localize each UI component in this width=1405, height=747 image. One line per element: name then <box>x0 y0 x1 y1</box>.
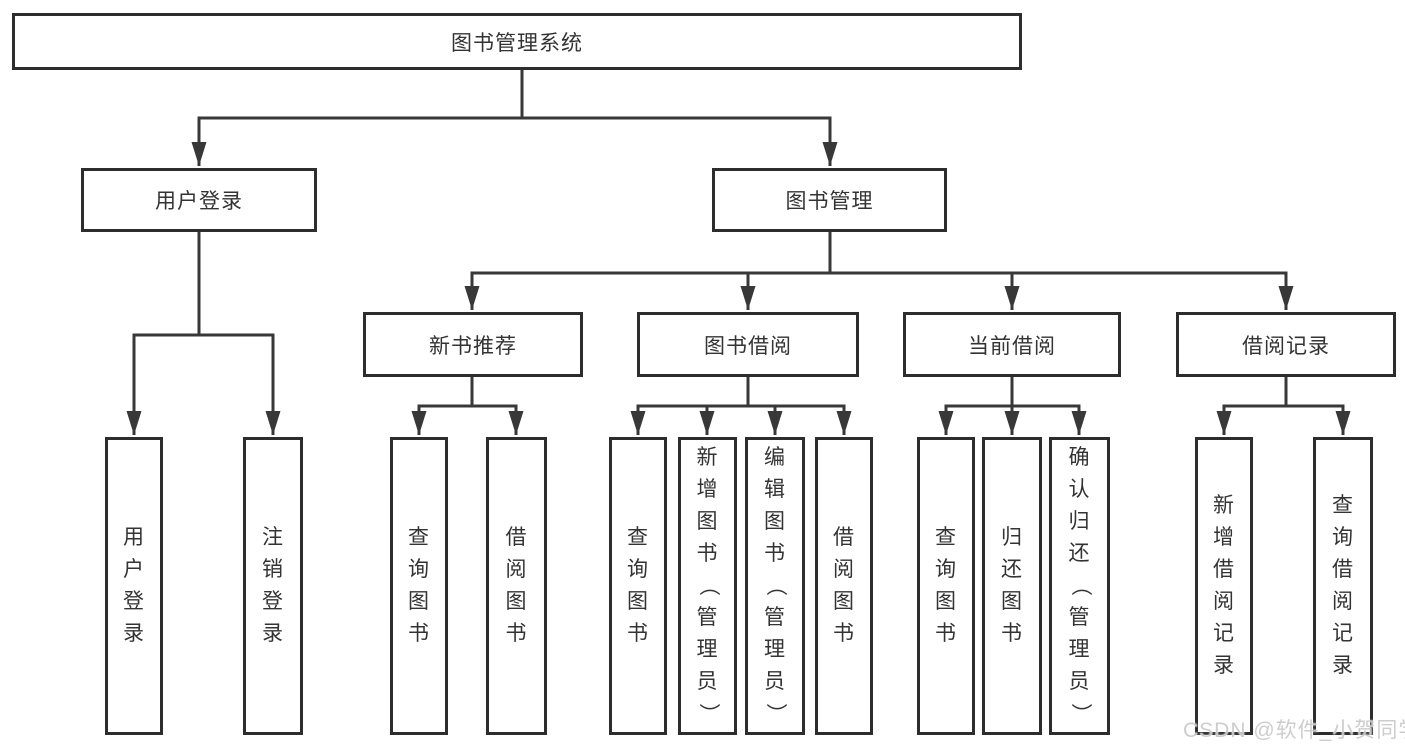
node-user-login: 用户登录 <box>81 168 317 232</box>
node-label: 借阅记录 <box>1242 334 1330 358</box>
leaf-query-books-1: 查询图书 <box>390 437 448 735</box>
node-label: 图书管理系统 <box>451 31 583 55</box>
node-label: 新增借阅记录 <box>1213 494 1235 677</box>
leaf-user-login: 用户登录 <box>105 437 163 735</box>
leaf-add-books-admin: 新增图书（管理员） <box>678 437 737 735</box>
node-current-borrow: 当前借阅 <box>903 312 1121 377</box>
node-label: 查询图书 <box>627 526 649 645</box>
node-label: 用户登录 <box>155 190 243 213</box>
leaf-query-books-2: 查询图书 <box>609 437 667 735</box>
node-label: 借阅图书 <box>505 526 528 645</box>
node-label: 用户登录 <box>123 526 145 645</box>
node-label: 确认归还（管理员） <box>1068 446 1092 725</box>
node-label: 查询图书 <box>408 526 430 645</box>
node-book-borrow: 图书借阅 <box>637 312 859 377</box>
node-label: 查询借阅记录 <box>1332 494 1354 677</box>
leaf-return-books: 归还图书 <box>982 437 1042 735</box>
node-label: 编辑图书（管理员） <box>764 446 787 725</box>
node-label: 新书推荐 <box>429 334 517 358</box>
node-book-management: 图书管理 <box>712 168 947 232</box>
node-label: 新增图书（管理员） <box>696 446 720 725</box>
node-label: 图书管理 <box>785 190 874 213</box>
leaf-logout: 注销登录 <box>243 437 303 735</box>
leaf-borrow-books-2: 借阅图书 <box>815 437 873 735</box>
node-root-system: 图书管理系统 <box>12 13 1022 70</box>
node-label: 当前借阅 <box>968 334 1056 358</box>
leaf-borrow-books-1: 借阅图书 <box>486 437 547 735</box>
node-label: 借阅图书 <box>833 526 855 645</box>
leaf-query-borrow-record: 查询借阅记录 <box>1313 437 1373 735</box>
node-borrow-records: 借阅记录 <box>1176 312 1396 377</box>
leaf-query-books-3: 查询图书 <box>917 437 975 735</box>
node-label: 查询图书 <box>935 526 957 645</box>
node-new-book-recommend: 新书推荐 <box>363 312 583 377</box>
csdn-watermark: CSDN @软件_小贺同学 <box>1183 719 1405 742</box>
leaf-confirm-return-admin: 确认归还（管理员） <box>1049 437 1110 735</box>
node-label: 归还图书 <box>1001 526 1023 645</box>
node-label: 注销登录 <box>262 526 284 645</box>
leaf-add-borrow-record: 新增借阅记录 <box>1195 437 1253 735</box>
node-label: 图书借阅 <box>704 334 792 358</box>
leaf-edit-books-admin: 编辑图书（管理员） <box>745 437 805 735</box>
